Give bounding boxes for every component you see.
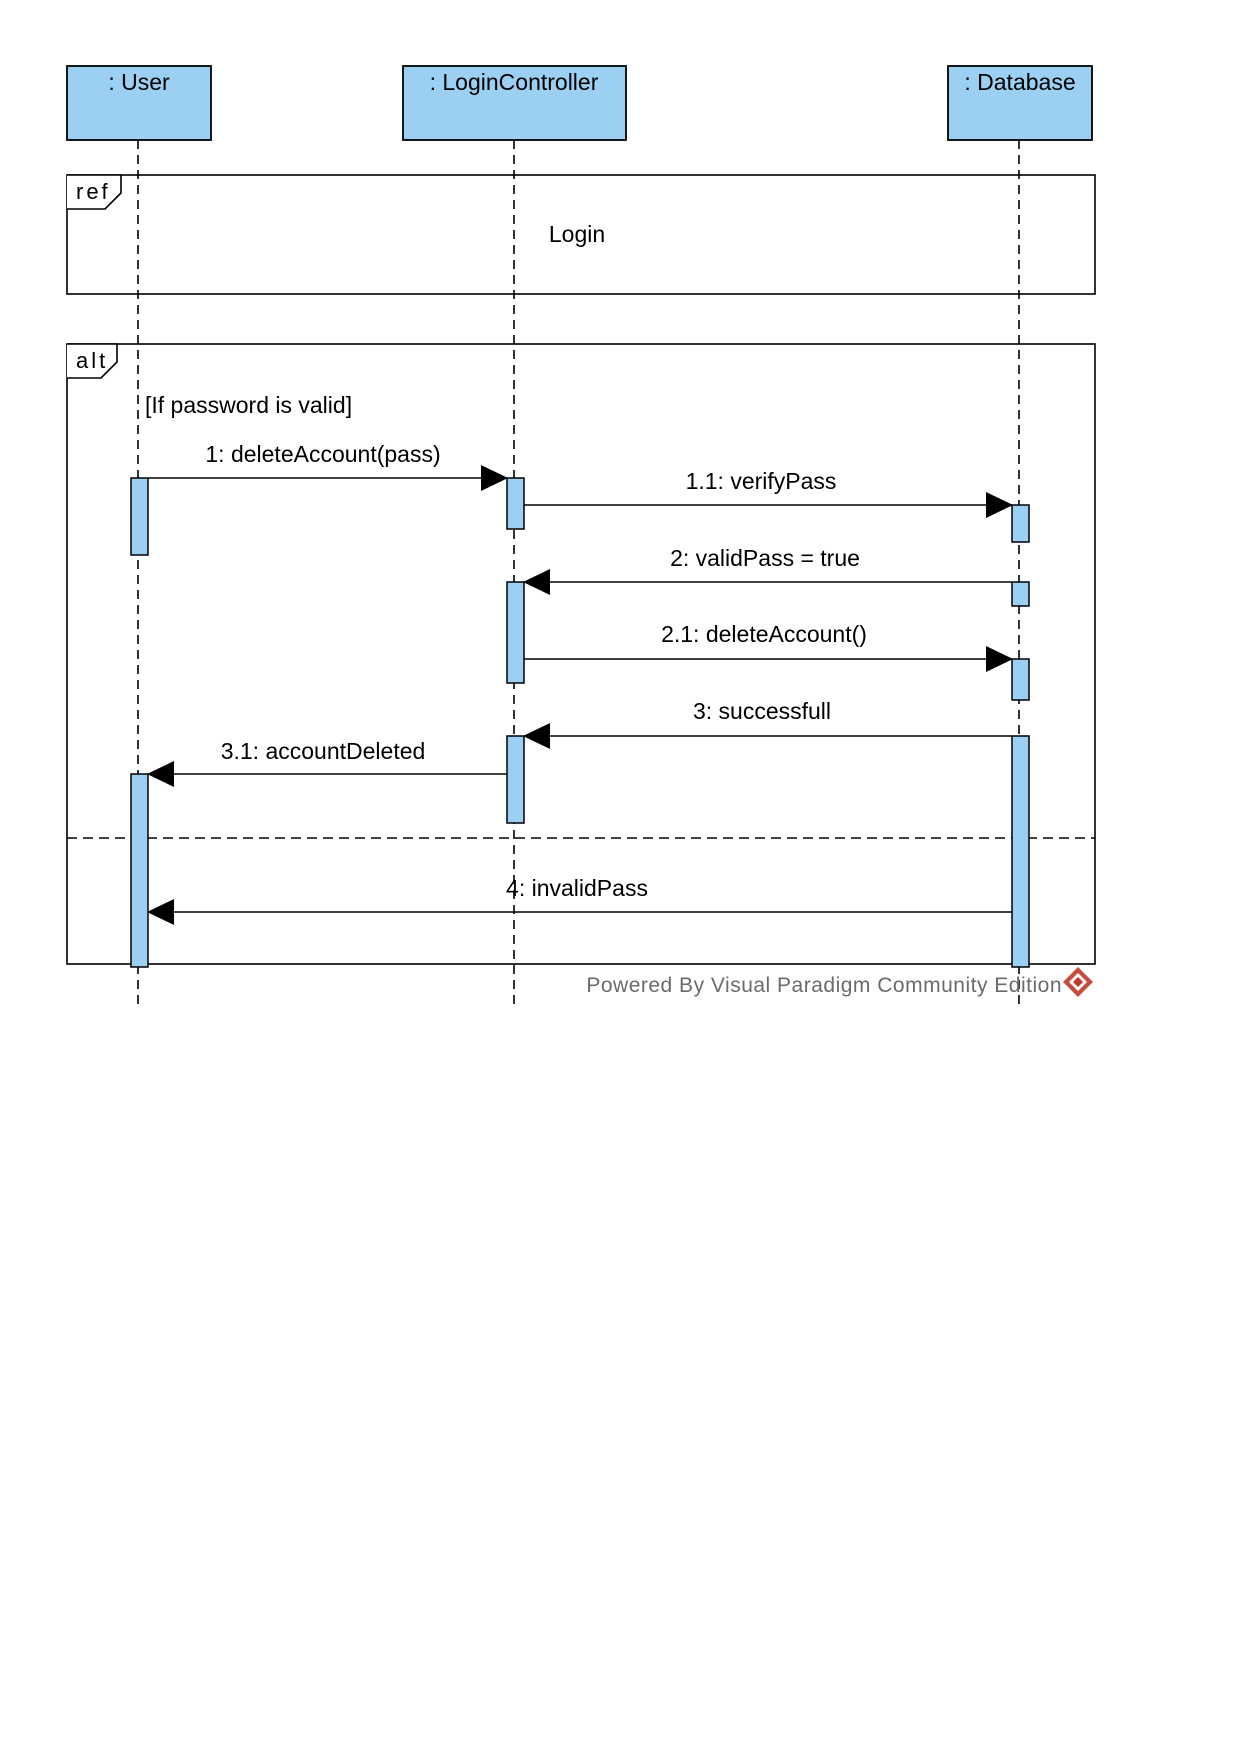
message-1-1[interactable]: 1.1: verifyPass [524, 468, 1013, 518]
lifeline-db[interactable]: : Database [947, 65, 1093, 141]
activation-db-1 [1011, 504, 1030, 543]
activation-login-1 [506, 477, 525, 530]
lifeline-user-label: : User [108, 69, 170, 95]
ref-frame-operator: ref [76, 179, 111, 204]
message-2-1-label: 2.1: deleteAccount() [661, 621, 867, 647]
message-2-1[interactable]: 2.1: deleteAccount() [524, 621, 1013, 672]
message-1-1-label: 1.1: verifyPass [686, 468, 837, 494]
lifeline-login-label: : LoginController [430, 69, 599, 95]
activation-user-2 [130, 773, 149, 968]
message-3-1-label: 3.1: accountDeleted [221, 738, 426, 764]
alt-frame-operator: alt [76, 348, 108, 373]
alt-frame[interactable]: alt [If password is valid] [66, 343, 1096, 965]
message-3-1[interactable]: 3.1: accountDeleted [147, 738, 507, 787]
activation-user-1 [130, 477, 149, 556]
message-3[interactable]: 3: successfull [523, 698, 1012, 749]
lifeline-login[interactable]: : LoginController [402, 65, 627, 141]
message-3-label: 3: successfull [693, 698, 831, 724]
watermark: Powered By Visual Paradigm Community Edi… [586, 967, 1093, 997]
visual-paradigm-logo-icon [1063, 967, 1093, 997]
message-4[interactable]: 4: invalidPass [147, 875, 1012, 925]
activation-login-2 [506, 581, 525, 684]
ref-frame-label: Login [549, 221, 605, 247]
message-2-label: 2: validPass = true [670, 545, 860, 571]
activation-db-3 [1011, 658, 1030, 701]
activation-db-4 [1011, 735, 1030, 968]
message-4-label: 4: invalidPass [506, 875, 648, 901]
lifeline-user[interactable]: : User [66, 65, 212, 141]
alt-frame-guard: [If password is valid] [145, 392, 352, 418]
message-1[interactable]: 1: deleteAccount(pass) [148, 441, 508, 491]
message-2[interactable]: 2: validPass = true [523, 545, 1012, 595]
activation-login-3 [506, 735, 525, 824]
ref-frame[interactable]: ref Login [66, 174, 1096, 295]
watermark-text: Powered By Visual Paradigm Community Edi… [586, 974, 1062, 997]
message-1-label: 1: deleteAccount(pass) [205, 441, 440, 467]
lifeline-db-label: : Database [964, 69, 1075, 95]
activation-db-2 [1011, 581, 1030, 607]
